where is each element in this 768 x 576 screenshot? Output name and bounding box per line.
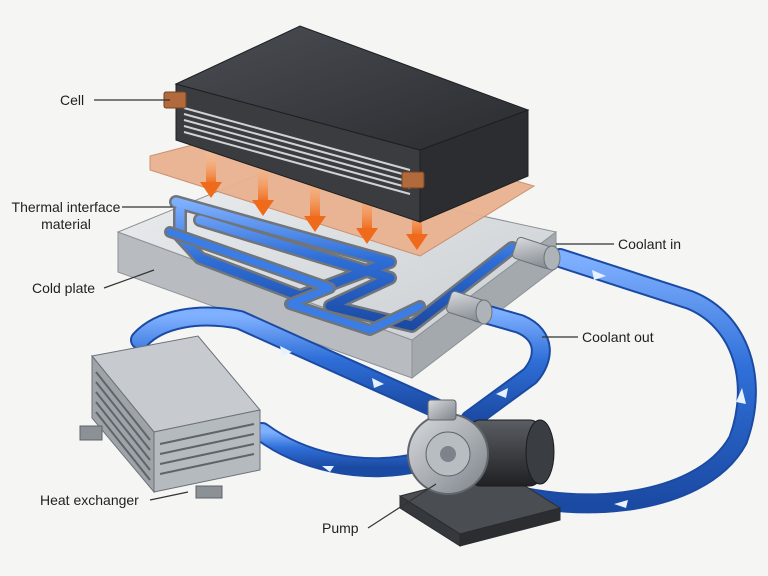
arrow-icon — [592, 270, 606, 280]
fittings — [446, 236, 561, 325]
heat-exchanger — [79, 335, 261, 499]
label-thermal-interface-line2: material — [41, 216, 91, 232]
leader-pump — [367, 483, 437, 529]
arrow-icon — [736, 388, 746, 404]
heat-exchanger-foot — [79, 425, 103, 441]
arrow-icon — [496, 388, 508, 398]
coolant-out-fitting — [446, 290, 493, 325]
label-cell: Cell — [60, 92, 85, 108]
label-coolant-out: Coolant out — [582, 329, 654, 345]
heat-arrow-icon — [356, 182, 378, 244]
arrow-icon — [280, 346, 292, 356]
arrow-icon — [322, 466, 334, 472]
flow-arrows — [280, 270, 746, 508]
heat-exchanger-foot — [195, 485, 223, 499]
arrow-icon — [614, 500, 628, 508]
cell-layers — [183, 107, 411, 195]
cell-terminal — [401, 171, 425, 189]
heat-exchanger-fins — [95, 371, 255, 481]
label-thermal-interface-line1: Thermal interface — [11, 199, 121, 215]
label-pump: Pump — [322, 520, 359, 536]
label-coolant-in: Coolant in — [618, 236, 682, 252]
heat-arrow-icon — [200, 150, 222, 198]
coolant-loop — [130, 248, 757, 514]
heat-arrow-icon — [252, 160, 274, 216]
arrow-icon — [372, 378, 384, 388]
leader-cold-plate — [103, 269, 155, 289]
battery-cell — [163, 25, 530, 223]
pump — [398, 399, 562, 547]
coolant-in-fitting — [512, 236, 561, 271]
cold-plate-channels — [164, 195, 519, 336]
label-cold-plate: Cold plate — [32, 280, 96, 296]
label-heat-exchanger: Heat exchanger — [40, 492, 139, 508]
leader-lines — [94, 99, 614, 529]
leader-heat-exchanger — [149, 491, 189, 501]
heat-arrow-icon — [304, 172, 326, 232]
